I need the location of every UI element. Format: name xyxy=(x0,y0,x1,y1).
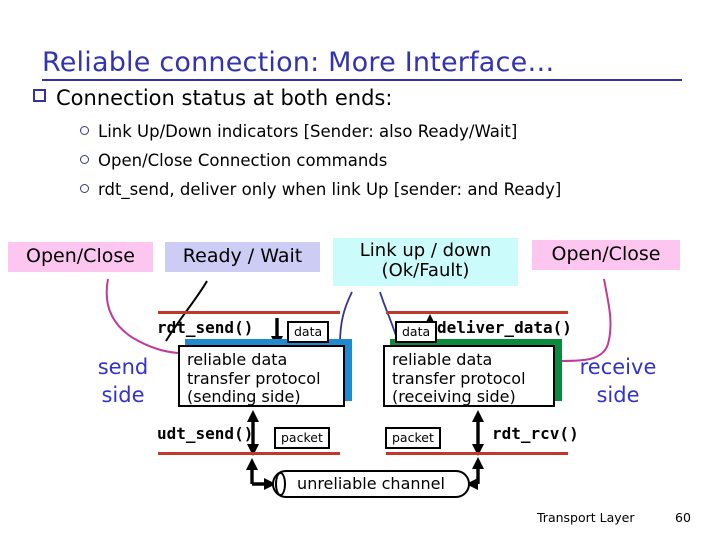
arrow-rdt-rcv-bidirectional xyxy=(472,410,484,456)
callout-label: Open/Close xyxy=(551,243,661,265)
sending-box-line1: reliable data xyxy=(187,350,288,369)
sub-bullet-label: rdt_send, deliver only when link Up [sen… xyxy=(98,180,562,199)
layer-divider-line xyxy=(158,452,340,455)
callout-ready-wait[interactable]: Ready / Wait xyxy=(165,242,320,273)
callout-open-close-sender[interactable]: Open/Close xyxy=(8,242,153,273)
circle-bullet-icon xyxy=(80,155,89,164)
layer-divider-line xyxy=(386,452,568,455)
receiving-box-line2: transfer protocol xyxy=(392,368,526,388)
api-label-udt-send: udt_send() xyxy=(157,424,254,443)
callout-open-close-receiver[interactable]: Open/Close xyxy=(532,240,680,271)
sub-bullet-label: Link Up/Down indicators [Sender: also Re… xyxy=(98,122,518,141)
receiving-box-line3: (receiving side) xyxy=(392,387,516,407)
channel-cylinder-cap-icon xyxy=(275,472,286,496)
sub-bullet-label: Open/Close Connection commands xyxy=(98,151,388,170)
packet-unit-tag: packet xyxy=(385,427,441,449)
arrow-channel-to-receiver xyxy=(466,457,484,490)
callout-label: Open/Close xyxy=(26,245,135,267)
send-side-line2: side xyxy=(101,383,145,408)
api-label-rdt-send: rdt_send() xyxy=(157,318,254,337)
api-label-deliver-data: deliver_data() xyxy=(437,318,572,337)
circle-bullet-icon xyxy=(80,184,89,193)
footer-label: Transport Layer xyxy=(537,510,635,525)
receiving-protocol-box: reliable data transfer protocol (receivi… xyxy=(383,345,555,407)
square-bullet-icon xyxy=(33,89,46,102)
data-unit-tag: data xyxy=(287,321,330,343)
layer-divider-line xyxy=(158,311,340,314)
callout-label: Ready / Wait xyxy=(182,245,303,267)
footer-page-number: 60 xyxy=(675,510,691,525)
api-label-rdt-rcv: rdt_rcv() xyxy=(492,424,579,443)
packet-unit-tag: packet xyxy=(274,427,330,449)
list-item: Link Up/Down indicators [Sender: also Re… xyxy=(80,122,517,141)
data-unit-tag: data xyxy=(395,321,438,343)
list-item: Open/Close Connection commands xyxy=(80,151,387,170)
receive-side-line1: receive xyxy=(579,355,657,379)
sending-box-line3: (sending side) xyxy=(187,387,301,407)
callout-link-up-down[interactable]: Link up / down (Ok/Fault) xyxy=(333,238,518,287)
circle-bullet-icon xyxy=(80,126,89,135)
wire-open-close-right xyxy=(561,278,612,362)
list-item: rdt_send, deliver only when link Up [sen… xyxy=(80,180,561,199)
send-side-line1: send xyxy=(97,355,149,379)
receive-side-line2: side xyxy=(596,383,640,408)
send-side-annotation: send side xyxy=(80,353,166,410)
wire-ready-wait xyxy=(165,280,208,342)
wire-link-status-left xyxy=(339,291,353,345)
sending-box-line2: transfer protocol xyxy=(187,368,321,388)
bullet-main: Connection status at both ends: xyxy=(33,86,392,110)
wire-open-close-left xyxy=(105,278,179,354)
sending-protocol-box: reliable data transfer protocol (sending… xyxy=(178,345,345,407)
unreliable-channel-box: unreliable channel xyxy=(272,470,470,498)
receive-side-annotation: receive side xyxy=(566,353,670,410)
arrow-channel-to-sender xyxy=(246,458,276,490)
page-title: Reliable connection: More Interface… xyxy=(42,47,682,81)
unreliable-channel-label: unreliable channel xyxy=(297,474,445,493)
receiving-box-line1: reliable data xyxy=(392,350,493,369)
callout-label-line2: (Ok/Fault) xyxy=(381,260,470,282)
bullet-main-label: Connection status at both ends: xyxy=(56,86,393,110)
arrow-udt-send-bidirectional xyxy=(247,410,259,456)
layer-divider-line xyxy=(386,311,568,314)
callout-label-line1: Link up / down xyxy=(359,240,492,261)
